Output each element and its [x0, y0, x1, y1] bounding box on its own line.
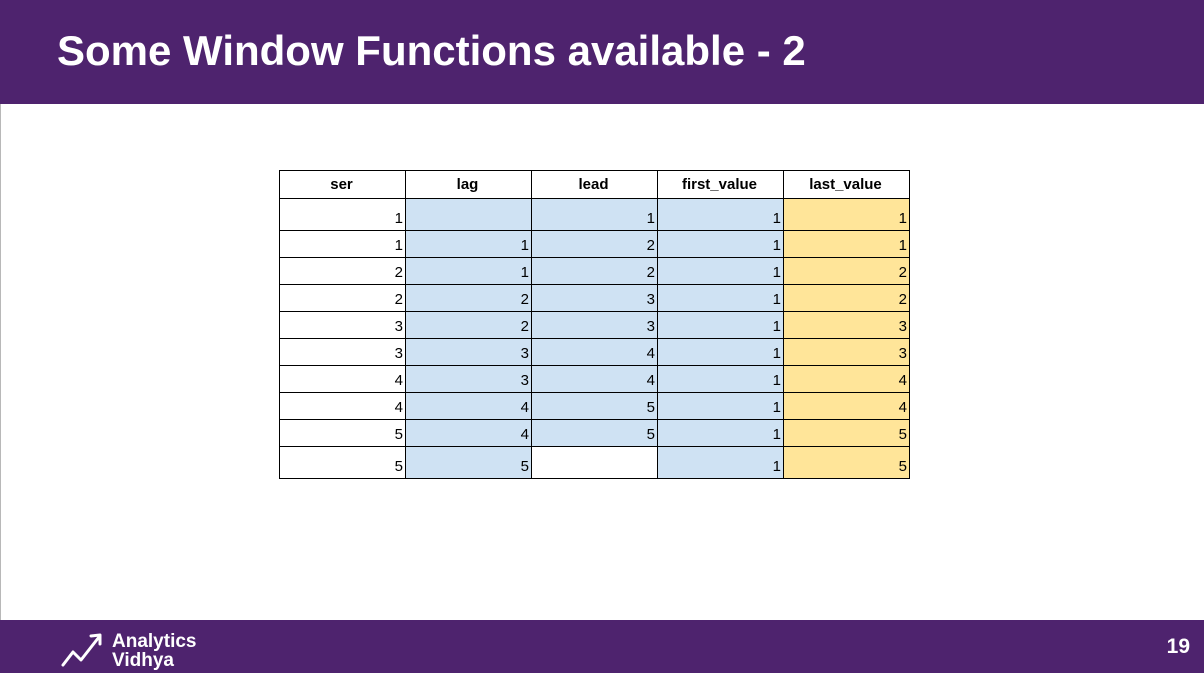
cell-ser: 5 [279, 446, 406, 479]
table-row: 3 2 3 1 3 [279, 311, 910, 339]
cell-ser: 1 [279, 198, 406, 231]
cell-lag: 2 [405, 284, 532, 312]
cell-first-value: 1 [657, 198, 784, 231]
cell-last-value: 5 [783, 419, 910, 447]
cell-lead: 4 [531, 338, 658, 366]
slide-title: Some Window Functions available - 2 [57, 27, 806, 74]
table-row: 2 1 2 1 2 [279, 257, 910, 285]
cell-lead: 3 [531, 311, 658, 339]
table-row: 1 1 2 1 1 [279, 230, 910, 258]
cell-ser: 5 [279, 419, 406, 447]
page-number: 19 [1166, 635, 1190, 658]
slide-header: Some Window Functions available - 2 [0, 0, 1204, 104]
cell-lead: 3 [531, 284, 658, 312]
table-row: 5 5 1 5 [279, 446, 910, 479]
cell-first-value: 1 [657, 284, 784, 312]
cell-lag: 1 [405, 230, 532, 258]
cell-last-value: 1 [783, 198, 910, 231]
table-row: 4 3 4 1 4 [279, 365, 910, 393]
window-functions-table: ser lag lead first_value last_value 1 1 … [279, 170, 910, 479]
cell-lead: 2 [531, 257, 658, 285]
column-header-first-value: first_value [657, 170, 784, 199]
table-row: 5 4 5 1 5 [279, 419, 910, 447]
cell-last-value: 3 [783, 311, 910, 339]
table-header-row: ser lag lead first_value last_value [279, 170, 910, 199]
cell-lag: 1 [405, 257, 532, 285]
cell-last-value: 4 [783, 392, 910, 420]
cell-ser: 2 [279, 284, 406, 312]
cell-last-value: 2 [783, 284, 910, 312]
column-header-lead: lead [531, 170, 658, 199]
cell-first-value: 1 [657, 257, 784, 285]
cell-last-value: 2 [783, 257, 910, 285]
cell-first-value: 1 [657, 392, 784, 420]
logo-line-2: Vidhya [112, 650, 174, 671]
cell-first-value: 1 [657, 311, 784, 339]
cell-last-value: 3 [783, 338, 910, 366]
cell-lead: 4 [531, 365, 658, 393]
cell-lead: 1 [531, 198, 658, 231]
logo-wordmark: Analytics Vidhya [112, 632, 196, 670]
cell-first-value: 1 [657, 365, 784, 393]
analytics-vidhya-logo: Analytics Vidhya [61, 632, 221, 670]
cell-lead: 2 [531, 230, 658, 258]
column-header-ser: ser [279, 170, 406, 199]
cell-lag: 4 [405, 392, 532, 420]
logo-line-1: Analytics [112, 631, 197, 652]
cell-lead [531, 446, 658, 479]
table-row: 2 2 3 1 2 [279, 284, 910, 312]
cell-lag: 4 [405, 419, 532, 447]
cell-first-value: 1 [657, 338, 784, 366]
cell-ser: 3 [279, 338, 406, 366]
slide-footer: Analytics Vidhya 19 [0, 620, 1204, 673]
cell-lead: 5 [531, 392, 658, 420]
column-header-lag: lag [405, 170, 532, 199]
cell-ser: 2 [279, 257, 406, 285]
cell-last-value: 1 [783, 230, 910, 258]
cell-lag: 2 [405, 311, 532, 339]
table-row: 1 1 1 1 [279, 198, 910, 231]
cell-lag: 5 [405, 446, 532, 479]
cell-first-value: 1 [657, 419, 784, 447]
cell-first-value: 1 [657, 230, 784, 258]
cell-last-value: 5 [783, 446, 910, 479]
table-row: 4 4 5 1 4 [279, 392, 910, 420]
trend-arrow-icon [61, 633, 102, 667]
cell-lead: 5 [531, 419, 658, 447]
cell-lag [405, 198, 532, 231]
cell-ser: 4 [279, 392, 406, 420]
table-row: 3 3 4 1 3 [279, 338, 910, 366]
cell-last-value: 4 [783, 365, 910, 393]
column-header-last-value: last_value [783, 170, 910, 199]
slide-border [0, 104, 1, 620]
cell-first-value: 1 [657, 446, 784, 479]
cell-lag: 3 [405, 365, 532, 393]
cell-ser: 3 [279, 311, 406, 339]
cell-ser: 1 [279, 230, 406, 258]
cell-ser: 4 [279, 365, 406, 393]
cell-lag: 3 [405, 338, 532, 366]
